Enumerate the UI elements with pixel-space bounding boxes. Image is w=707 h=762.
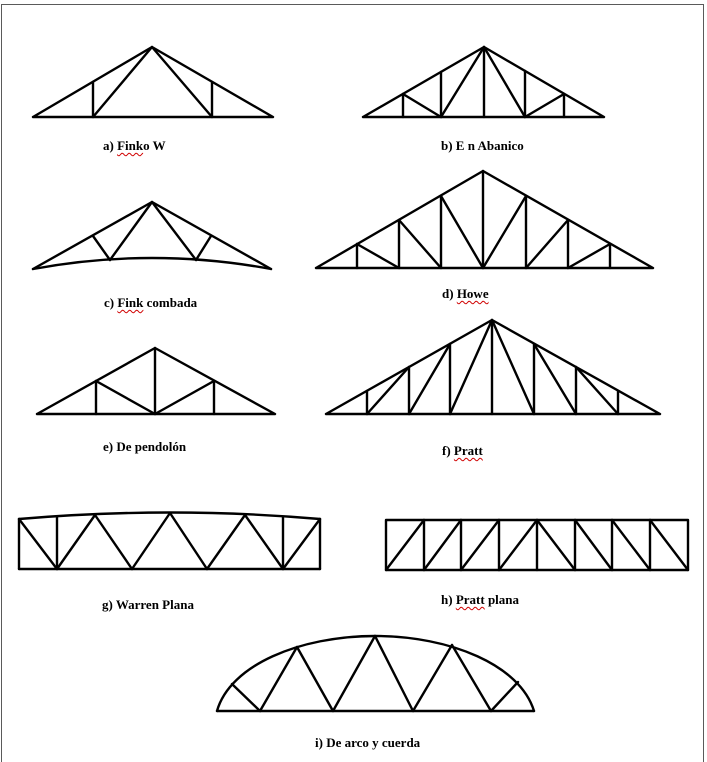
- caption-fink-w: a) Finko W: [103, 138, 166, 153]
- caption-warren-flat: g) Warren Plana: [102, 597, 194, 612]
- caption-pratt-flat: h) Pratt plana: [441, 592, 520, 607]
- caption-king-post: e) De pendolón: [103, 439, 187, 454]
- truss-pratt: [324, 318, 662, 416]
- truss-fink-w: [31, 45, 275, 119]
- caption-bowstring: i) De arco y cuerda: [315, 735, 421, 750]
- truss-fink-cambered: [31, 200, 273, 271]
- caption-howe: d) Howe: [442, 286, 489, 301]
- truss-bowstring: [215, 634, 536, 713]
- truss-howe: [314, 169, 655, 270]
- truss-king-post: [35, 346, 277, 416]
- truss-pratt-flat: [384, 518, 690, 572]
- caption-fink-cambered: c) Fink combada: [104, 295, 198, 310]
- truss-warren-flat: [17, 511, 322, 571]
- figure-frame: [1, 4, 704, 762]
- caption-pratt: f) Pratt: [442, 443, 483, 458]
- caption-fan: b) E n Abanico: [441, 138, 524, 153]
- truss-fan: [361, 45, 606, 119]
